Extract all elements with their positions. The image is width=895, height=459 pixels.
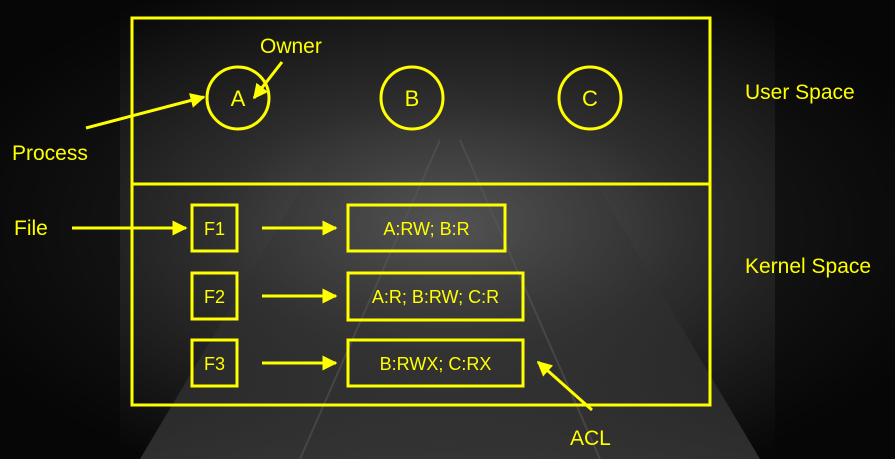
acl-box-f2 — [346, 271, 525, 322]
process-b-circle — [379, 65, 445, 131]
acl-text-f3: B:RWX; C:RX — [380, 354, 492, 374]
kernel-space-label: Kernel Space — [745, 255, 871, 278]
process-a-circle — [205, 65, 271, 131]
process-arrow — [85, 93, 206, 130]
process-c-circle — [557, 65, 623, 131]
process-annotation-label: Process — [12, 142, 88, 165]
file-annotation-label: File — [14, 217, 48, 240]
process-c-label: C — [582, 86, 598, 111]
acl-box-f1 — [346, 203, 507, 253]
acl-text-f1: A:RW; B:R — [383, 219, 469, 239]
acl-box-f3 — [346, 338, 525, 388]
kernel-space-region — [130, 182, 712, 407]
owner-arrow — [252, 61, 284, 100]
file-name-f3: F3 — [204, 354, 225, 374]
user-space-label: User Space — [745, 81, 855, 104]
acl-text-f2: A:R; B:RW; C:R — [372, 287, 499, 307]
acl-arrow — [536, 360, 593, 412]
file-box-f3 — [190, 338, 239, 388]
file-name-f1: F1 — [204, 219, 225, 239]
user-space-region — [130, 16, 712, 186]
file-name-f2: F2 — [204, 287, 225, 307]
owner-label: Owner — [260, 35, 322, 58]
acl-annotation-label: ACL — [570, 427, 611, 450]
file-box-f2 — [190, 271, 239, 321]
process-a-label: A — [231, 86, 246, 111]
file-box-f1 — [190, 203, 239, 253]
process-b-label: B — [405, 86, 420, 111]
